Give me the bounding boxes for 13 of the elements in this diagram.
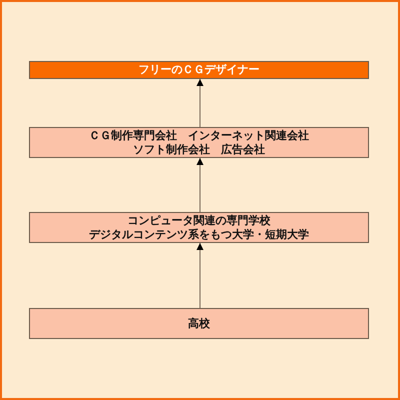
arrow xyxy=(196,242,204,308)
stage-box xyxy=(29,212,369,243)
arrow xyxy=(196,158,204,212)
goal-box xyxy=(29,61,369,79)
arrow xyxy=(196,78,204,128)
box-text: 高校 xyxy=(188,316,210,330)
stage-box xyxy=(29,308,369,339)
box-text: デジタルコンテンツ系をもつ大学・短期大学 xyxy=(89,228,309,242)
box-text: コンピュータ関連の専門学校 xyxy=(128,214,270,228)
box-text: フリーのＣＧデザイナー xyxy=(138,63,260,77)
stage-box xyxy=(29,127,369,158)
box-text: ＣＧ制作専門会社 インターネット関連会社 xyxy=(89,128,309,142)
box-text: ソフト制作会社 広告会社 xyxy=(133,142,265,156)
